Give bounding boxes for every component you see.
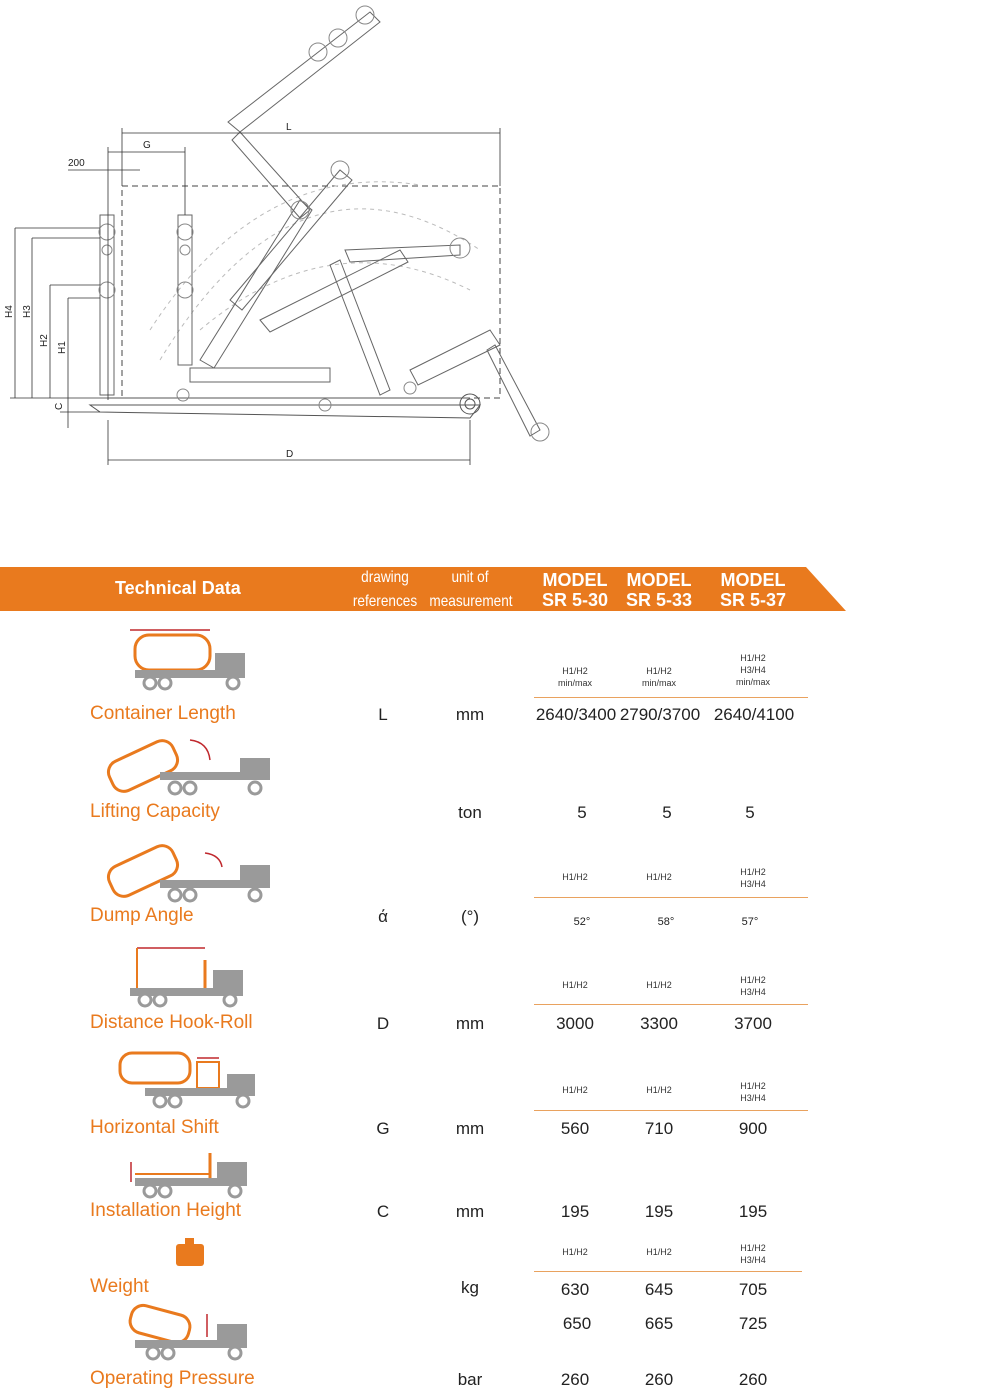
container-hdr-3: H1/H2 H3/H4 min/max [735, 653, 770, 687]
operating-pressure-label: Operating Pressure [90, 1368, 255, 1389]
distance-hdr-2: H1/H2 [646, 980, 672, 990]
distance-ref: D [376, 1014, 390, 1033]
weight-hdr-3: H1/H2 H3/H4 [740, 1243, 766, 1265]
operating-pressure-icon [128, 1303, 247, 1361]
installation-unit: mm [455, 1202, 485, 1221]
container-unit: mm [455, 705, 485, 724]
distance-unit: mm [455, 1014, 485, 1033]
container-value-3: 2640/4100 [713, 705, 795, 724]
model-3-line2: SR 5-37 [719, 590, 787, 610]
weight-value2-1: 650 [562, 1314, 592, 1333]
model-1-line2: SR 5-30 [541, 590, 609, 610]
pressure-value-1: 260 [560, 1370, 590, 1389]
installation-value-1: 195 [560, 1202, 590, 1221]
installation-height-label: Installation Height [90, 1200, 242, 1221]
distance-value-1: 3000 [556, 1014, 594, 1033]
horizontal-hdr-1: H1/H2 [562, 1085, 588, 1095]
container-length-label: Container Length [90, 703, 236, 724]
model-2-line2: SR 5-33 [625, 590, 693, 610]
distance-hdr-3: H1/H2 H3/H4 [740, 975, 766, 997]
ref-header-line2: references [352, 593, 418, 610]
container-ref: L [378, 705, 388, 724]
ref-header-line1: drawing [361, 569, 409, 586]
weight-value2-3: 725 [738, 1314, 768, 1333]
lifting-value-1: 5 [577, 803, 587, 822]
dump-hdr-1: H1/H2 [562, 872, 588, 882]
dump-angle-label: Dump Angle [90, 905, 194, 926]
installation-value-3: 195 [738, 1202, 768, 1221]
horizontal-value-2: 710 [644, 1119, 674, 1138]
dim-label-d: D [286, 449, 293, 460]
horizontal-shift-label: Horizontal Shift [90, 1117, 219, 1138]
installation-value-2: 195 [644, 1202, 674, 1221]
pressure-value-3: 260 [738, 1370, 768, 1389]
dump-hdr-3: H1/H2 H3/H4 [740, 867, 766, 889]
pressure-unit: bar [457, 1370, 483, 1389]
distance-hook-roll-label: Distance Hook-Roll [90, 1012, 253, 1033]
weight-icon [176, 1238, 204, 1266]
horizontal-hdr-3: H1/H2 H3/H4 [740, 1081, 766, 1103]
container-value-2: 2790/3700 [619, 705, 701, 724]
pressure-value-2: 260 [644, 1370, 674, 1389]
horizontal-ref: G [376, 1119, 390, 1138]
weight-value-2: 645 [644, 1280, 674, 1299]
distance-value-3: 3700 [734, 1014, 772, 1033]
lifting-value-2: 5 [662, 803, 672, 822]
weight-label: Weight [90, 1276, 149, 1297]
dim-label-h1: H1 [57, 341, 68, 354]
dump-value-3: 57° [741, 916, 759, 928]
weight-value-1: 630 [560, 1280, 590, 1299]
model-3-line1: MODEL [720, 570, 786, 590]
horizontal-value-1: 560 [560, 1119, 590, 1138]
horizontal-hdr-2: H1/H2 [646, 1085, 672, 1095]
unit-header-line1: unit of [451, 569, 489, 586]
container-hdr-2: H1/H2 min/max [641, 666, 676, 688]
weight-unit: kg [461, 1278, 479, 1297]
lifting-capacity-label: Lifting Capacity [90, 801, 220, 822]
dump-unit: (°) [460, 907, 480, 926]
model-2-line1: MODEL [626, 570, 692, 590]
installation-height-icon [130, 1153, 247, 1199]
unit-header-line2: measurement [429, 593, 513, 610]
model-1-line1: MODEL [542, 570, 608, 590]
distance-hdr-1: H1/H2 [562, 980, 588, 990]
dim-label-200: 200 [68, 158, 85, 169]
horizontal-value-3: 900 [738, 1119, 768, 1138]
dump-ref: ά [378, 907, 388, 926]
lifting-value-3: 5 [745, 803, 755, 822]
container-length-icon [130, 629, 245, 691]
installation-ref: C [376, 1202, 390, 1221]
weight-hdr-1: H1/H2 [562, 1247, 588, 1257]
horizontal-unit: mm [455, 1119, 485, 1138]
hooklift-technical-drawing: L G 200 D H4 H3 H2 H1 C [4, 5, 550, 465]
weight-value-3: 705 [738, 1280, 768, 1299]
lifting-unit: ton [458, 803, 482, 822]
dump-value-2: 58° [657, 916, 675, 928]
dump-value-1: 52° [573, 916, 591, 928]
weight-value2-2: 665 [644, 1314, 674, 1333]
dim-label-h2: H2 [39, 334, 50, 347]
table-header-banner [0, 567, 846, 611]
container-hdr-1: H1/H2 min/max [557, 666, 592, 688]
container-value-1: 2640/3400 [535, 705, 617, 724]
lifting-capacity-icon [106, 739, 270, 796]
dim-label-l: L [286, 122, 292, 133]
dim-label-h4: H4 [4, 305, 15, 318]
table-title: Technical Data [115, 578, 241, 598]
weight-hdr-2: H1/H2 [646, 1247, 672, 1257]
dump-angle-icon [106, 844, 270, 903]
distance-value-2: 3300 [640, 1014, 678, 1033]
dim-label-c: C [54, 403, 65, 410]
dim-label-h3: H3 [22, 305, 33, 318]
dump-hdr-2: H1/H2 [646, 872, 672, 882]
dim-label-g: G [143, 140, 151, 151]
distance-hook-roll-icon [130, 947, 243, 1008]
horizontal-shift-icon [118, 1051, 255, 1109]
